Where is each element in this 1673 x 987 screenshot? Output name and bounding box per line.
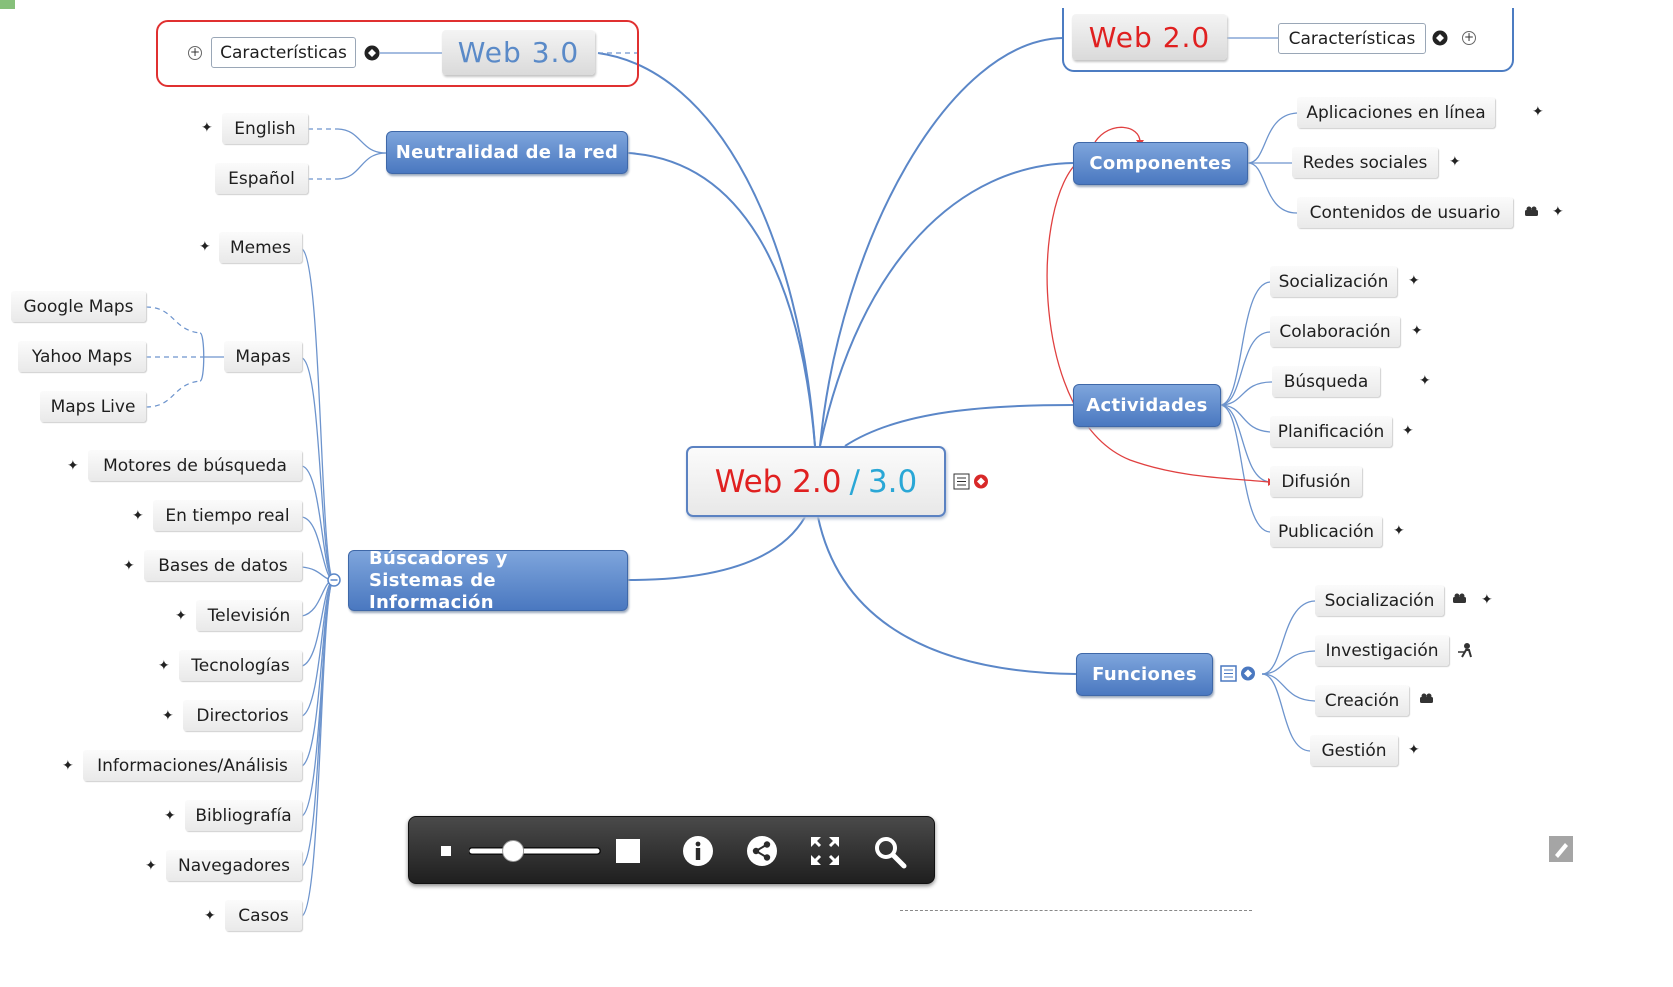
investigacion-person-icon <box>1458 643 1472 658</box>
zoom-in-icon[interactable] <box>614 837 642 865</box>
zoom-out-icon[interactable] <box>439 844 453 858</box>
web20-caracteristicas[interactable]: Características <box>1278 23 1426 54</box>
mapas-yahoo-maps[interactable]: Yahoo Maps <box>18 341 146 372</box>
link-funciones <box>817 516 1077 675</box>
viewer-toolbar <box>408 816 935 884</box>
expand-act-socializacion-icon[interactable]: ✦ <box>1408 273 1420 289</box>
buscadores-directorios[interactable]: Directorios <box>183 700 302 731</box>
buscadores-bases-datos[interactable]: Bases de datos <box>144 550 302 581</box>
actividades-socializacion[interactable]: Socialización <box>1270 266 1397 297</box>
buscadores-navegadores[interactable]: Navegadores <box>166 850 302 881</box>
actividades-publicacion[interactable]: Publicación <box>1270 516 1382 547</box>
zoom-slider-knob[interactable] <box>502 840 525 862</box>
dashed-frame-edge <box>900 910 1252 911</box>
mapas-maps-live[interactable]: Maps Live <box>40 391 146 422</box>
branch-buscadores[interactable]: Búscadores y Sistemas de Información <box>348 548 628 613</box>
buscadores-informaciones[interactable]: Informaciones/Análisis <box>83 750 302 781</box>
web30-node[interactable]: Web 3.0 <box>442 30 595 75</box>
branch-actividades[interactable]: Actividades <box>1073 384 1221 427</box>
expand-navegadores-icon[interactable]: ✦ <box>145 858 157 874</box>
expand-web20-icon[interactable]: + <box>1462 30 1476 45</box>
link-componentes <box>819 162 1074 447</box>
expand-bases-datos-icon[interactable]: ✦ <box>123 558 135 574</box>
web30-link-icon[interactable] <box>363 44 383 62</box>
actividades-colaboracion[interactable]: Colaboración <box>1270 316 1400 347</box>
expand-casos-icon[interactable]: ✦ <box>204 908 216 924</box>
buscadores-motores[interactable]: Motores de búsqueda <box>88 450 302 481</box>
creacion-group-icon <box>1420 693 1433 703</box>
info-icon[interactable] <box>681 834 715 868</box>
neutralidad-english[interactable]: English <box>222 113 308 144</box>
buscadores-casos[interactable]: Casos <box>225 900 302 931</box>
expand-directorios-icon[interactable]: ✦ <box>162 708 174 724</box>
expand-web30-icon[interactable]: + <box>188 45 202 60</box>
funciones-gestion[interactable]: Gestión <box>1310 735 1398 766</box>
share-icon[interactable] <box>745 834 779 868</box>
web20-node[interactable]: Web 2.0 <box>1072 14 1227 60</box>
central-part2: 3.0 <box>867 463 918 500</box>
funciones-investigacion[interactable]: Investigación <box>1315 635 1449 666</box>
buscadores-tecnologias[interactable]: Tecnologías <box>179 650 302 681</box>
neutralidad-espanol[interactable]: Español <box>215 163 308 194</box>
componentes-contenidos[interactable]: Contenidos de usuario <box>1297 197 1513 228</box>
expand-contenidos-icon[interactable]: ✦ <box>1552 204 1564 220</box>
relation-arrow <box>1046 159 1269 483</box>
expand-english-icon[interactable]: ✦ <box>201 120 213 136</box>
expand-publicacion-icon[interactable]: ✦ <box>1393 523 1405 539</box>
buscadores-television[interactable]: Televisión <box>196 600 302 631</box>
contenidos-group-icon <box>1525 206 1538 216</box>
mapas-google-maps[interactable]: Google Maps <box>11 291 146 322</box>
expand-television-icon[interactable]: ✦ <box>175 608 187 624</box>
actividades-busqueda[interactable]: Búsqueda <box>1272 366 1380 397</box>
actividades-difusion[interactable]: Difusión <box>1270 466 1362 497</box>
actividades-planificacion[interactable]: Planificación <box>1270 416 1392 447</box>
corner-tab <box>0 0 15 9</box>
funciones-note-link-icon[interactable] <box>1219 664 1261 684</box>
expand-redes-icon[interactable]: ✦ <box>1449 154 1461 170</box>
componentes-aplicaciones[interactable]: Aplicaciones en línea <box>1297 97 1495 128</box>
web30-boundary <box>156 20 639 87</box>
expand-aplicaciones-icon[interactable]: ✦ <box>1532 104 1544 120</box>
link-buscadores <box>627 516 806 581</box>
expand-gestion-icon[interactable]: ✦ <box>1408 742 1420 758</box>
central-separator: / <box>849 463 860 500</box>
buscadores-memes[interactable]: Memes <box>219 232 302 263</box>
branch-neutralidad[interactable]: Neutralidad de la red <box>386 131 628 174</box>
buscadores-mapas[interactable]: Mapas <box>224 341 302 372</box>
link-web20 <box>819 37 1064 447</box>
expand-motores-icon[interactable]: ✦ <box>67 458 79 474</box>
central-part1: Web 2.0 <box>714 463 842 500</box>
expand-memes-icon[interactable]: ✦ <box>199 239 211 255</box>
componentes-redes-sociales[interactable]: Redes sociales <box>1292 147 1438 178</box>
web30-caracteristicas[interactable]: Características <box>211 37 356 68</box>
link-actividades <box>844 404 1074 447</box>
expand-bibliografia-icon[interactable]: ✦ <box>164 808 176 824</box>
web20-link-icon[interactable] <box>1431 29 1451 47</box>
expand-colaboracion-icon[interactable]: ✦ <box>1411 323 1423 339</box>
central-topic[interactable]: Web 2.0 / 3.0 <box>686 446 946 517</box>
expand-planificacion-icon[interactable]: ✦ <box>1402 423 1414 439</box>
buscadores-bibliografia[interactable]: Bibliografía <box>185 800 302 831</box>
expand-tiempo-real-icon[interactable]: ✦ <box>132 508 144 524</box>
link-web30 <box>597 52 816 447</box>
expand-fun-socializacion-icon[interactable]: ✦ <box>1481 592 1493 608</box>
funciones-socializacion[interactable]: Socialización <box>1315 585 1444 616</box>
web20-boundary <box>1062 8 1514 72</box>
zoom-slider[interactable] <box>469 839 601 863</box>
buscadores-tiempo-real[interactable]: En tiempo real <box>153 500 302 531</box>
search-icon[interactable] <box>872 834 908 870</box>
expand-tecnologias-icon[interactable]: ✦ <box>158 658 170 674</box>
collapse-buscadores-icon[interactable] <box>326 572 342 588</box>
branch-componentes[interactable]: Componentes <box>1073 142 1248 185</box>
central-note-link-icon[interactable] <box>953 472 995 492</box>
edit-icon[interactable] <box>1549 836 1573 862</box>
expand-informaciones-icon[interactable]: ✦ <box>62 758 74 774</box>
funciones-creacion[interactable]: Creación <box>1315 685 1409 716</box>
expand-busqueda-icon[interactable]: ✦ <box>1419 373 1431 389</box>
branch-funciones[interactable]: Funciones <box>1076 653 1213 696</box>
fullscreen-icon[interactable] <box>808 834 842 868</box>
link-neutralidad <box>627 152 816 447</box>
socializacion-group-icon <box>1453 593 1466 603</box>
